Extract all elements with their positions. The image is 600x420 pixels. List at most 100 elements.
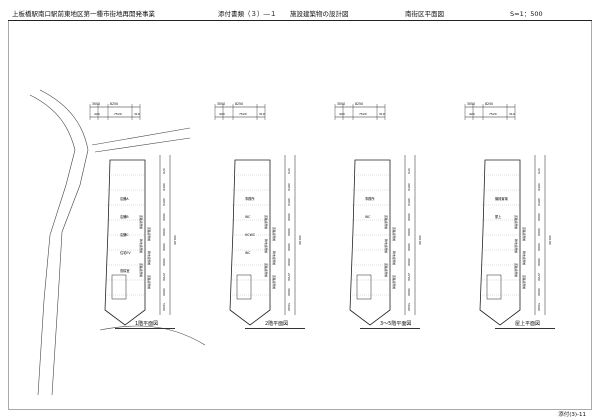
dim-sub-label: 7520	[489, 112, 497, 116]
room-label: WC	[245, 215, 251, 219]
boundary-label: 道路境界線	[272, 227, 276, 241]
side-dim-label: 3000	[162, 258, 166, 266]
side-dim-label: 3000	[287, 258, 291, 266]
side-dim-label: 3000	[287, 213, 291, 221]
plan-caption: 屋上平面図	[515, 321, 541, 327]
drawing-frame	[8, 21, 592, 410]
room-label: 機械置場	[495, 196, 509, 201]
boundary-label: 道路境界線	[264, 263, 268, 277]
side-dim-label: 3000	[287, 288, 291, 296]
side-dim-label: 4050	[407, 198, 411, 206]
total-dim-label: 30100	[298, 235, 302, 245]
dim-sub-label: 420	[94, 112, 100, 116]
plan-caption: 1階平面図	[135, 321, 159, 327]
project-title: 上板橋駅南口駅前東地区第一種市街地再開発事業	[12, 10, 155, 18]
side-dim-label: 3950	[287, 183, 291, 191]
boundary-label: 隣地境界線	[264, 239, 268, 253]
core-box	[236, 274, 252, 300]
boundary-label: 道路境界線	[522, 275, 526, 289]
sheet-title: 南街区平面図	[405, 10, 444, 18]
side-dim-label: 3000	[162, 243, 166, 251]
building-outline	[104, 159, 146, 326]
room-label: 店舗A	[120, 196, 129, 201]
side-dim-label: 2700	[537, 273, 541, 281]
building-outline	[229, 159, 271, 326]
plan-caption: 3～5階平面図	[380, 321, 412, 327]
side-dim-label: 370	[407, 168, 411, 174]
caption-underline	[495, 328, 555, 329]
total-dim-label: 30100	[173, 235, 177, 245]
boundary-label: 道路境界線	[139, 215, 143, 229]
room-label: 屋上	[495, 214, 502, 219]
side-dim-label: 3000	[162, 228, 166, 236]
building-outline	[479, 159, 521, 326]
boundary-label: 道路境界線	[139, 263, 143, 277]
side-dim-label: 3000	[162, 213, 166, 221]
boundary-label: 道路境界線	[264, 215, 268, 229]
side-dim-label: 4050	[162, 198, 166, 206]
dim-top-label: 3050	[467, 102, 475, 106]
side-dim-label: 2700	[162, 273, 166, 281]
side-dim-label: 3000	[407, 288, 411, 296]
boundary-label: 隣地境界線	[139, 239, 143, 253]
room-label: WC	[245, 251, 251, 255]
dim-sub-label: 7520	[239, 112, 247, 116]
core-box	[486, 274, 502, 300]
dim-sub-label: 7520	[359, 112, 367, 116]
dim-top-label: 8250	[110, 102, 118, 106]
dim-sub-label: 420	[339, 112, 345, 116]
dim-top-label: 3050	[217, 102, 225, 106]
boundary-label: 隣地境界線	[522, 251, 526, 265]
side-dim-label: 3000	[407, 243, 411, 251]
total-dim-label: 30100	[418, 235, 422, 245]
boundary-label: 隣地境界線	[384, 239, 388, 253]
room-label: 事務所	[365, 196, 375, 201]
dim-top-label: 8250	[485, 102, 493, 106]
boundary-label: 隣地境界線	[392, 251, 396, 265]
core-box	[111, 274, 127, 300]
room-label: 店舗C	[120, 232, 129, 237]
side-dim-label: 4050	[537, 198, 541, 206]
header-rule	[8, 20, 592, 21]
dim-top-label: 3050	[92, 102, 100, 106]
boundary-label: 道路境界線	[272, 275, 276, 289]
plan-caption: 2階平面図	[265, 321, 289, 327]
side-dim-label: 2700	[407, 273, 411, 281]
room-label: 風除室	[120, 268, 130, 273]
dim-sub-label: 310	[259, 112, 265, 116]
building-outline	[349, 159, 391, 326]
side-dim-label: 3000	[162, 288, 166, 296]
side-dim-label: 4050	[287, 198, 291, 206]
document-title: 施設建築物の設計図	[290, 10, 349, 18]
core-box	[356, 274, 372, 300]
page-number: 添付(3)-11	[558, 412, 586, 418]
side-dim-label: 3000	[537, 243, 541, 251]
room-label: HCWC	[245, 233, 256, 237]
total-dim-label: 30100	[548, 235, 552, 245]
room-label: 事務所	[245, 196, 255, 201]
room-label: WC	[365, 215, 371, 219]
side-dim-label: 3000	[537, 288, 541, 296]
drawing-scale: S=1：500	[510, 10, 543, 18]
side-dim-label: 5600	[537, 303, 541, 311]
room-label: 住宅EV	[120, 250, 131, 255]
room-label: 店舗B	[120, 214, 129, 219]
side-dim-label: 3950	[537, 183, 541, 191]
dim-sub-label: 420	[469, 112, 475, 116]
boundary-label: 道路境界線	[522, 227, 526, 241]
boundary-label: 道路境界線	[147, 275, 151, 289]
caption-underline	[245, 328, 305, 329]
boundary-label: 隣地境界線	[272, 251, 276, 265]
boundary-label: 道路境界線	[514, 263, 518, 277]
dim-sub-label: 310	[134, 112, 140, 116]
side-dim-label: 370	[287, 168, 291, 174]
side-dim-label: 5600	[287, 303, 291, 311]
caption-underline	[115, 328, 175, 329]
boundary-label: 隣地境界線	[147, 251, 151, 265]
boundary-label: 隣地境界線	[514, 239, 518, 253]
